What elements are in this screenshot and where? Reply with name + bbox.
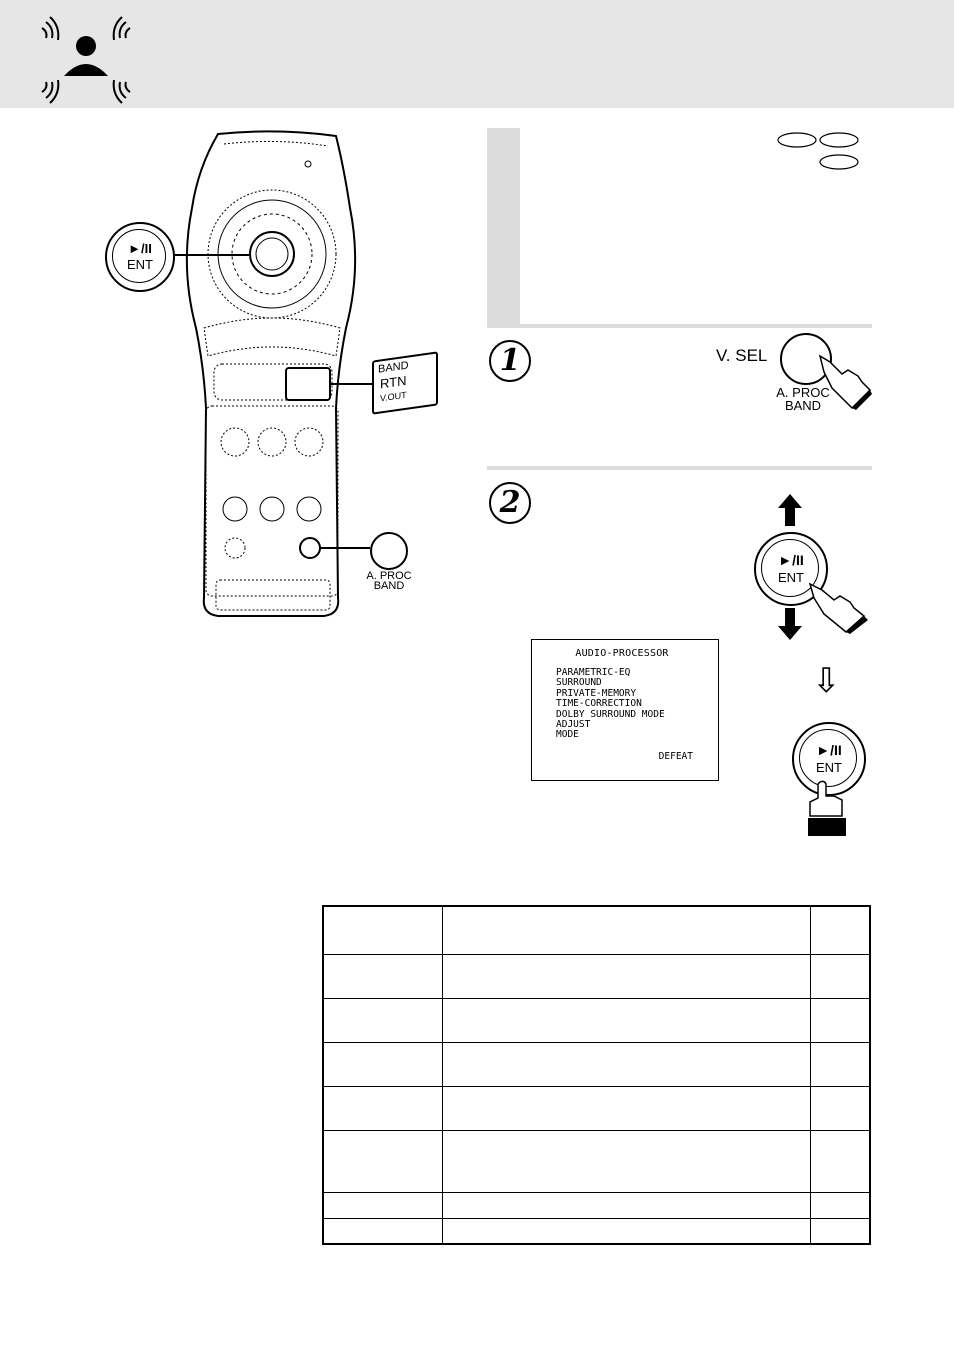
table-row xyxy=(322,1191,871,1219)
arrow-down-icon xyxy=(778,608,802,640)
step-2-number: 2 xyxy=(489,482,531,524)
ent-label: ENT xyxy=(127,257,153,272)
step-1-number: 1 xyxy=(489,340,531,382)
pressing-finger-icon xyxy=(808,780,846,836)
screen-defeat: DEFEAT xyxy=(658,751,693,762)
menu-item: PARAMETRIC-EQ xyxy=(556,667,631,678)
disc-type-icons xyxy=(777,132,859,170)
audio-processor-screen: AUDIO-PROCESSOR PARAMETRIC-EQ SURROUND P… xyxy=(531,639,719,781)
ent-label: ENT xyxy=(816,760,842,775)
menu-item: ADJUST xyxy=(556,719,591,731)
step-separator xyxy=(487,466,872,470)
table-row xyxy=(322,1129,871,1193)
step1-button-label: A. PROC BAND xyxy=(776,385,830,413)
vsel-label: V. SEL xyxy=(716,346,768,365)
remote-ent-callout: ►/II ENT xyxy=(105,222,175,292)
menu-item: SURROUND xyxy=(556,677,602,689)
function-table xyxy=(322,905,871,1245)
pointing-hand-icon xyxy=(808,582,868,634)
pointing-hand-icon xyxy=(818,354,872,410)
play-pause-icon: ►/II xyxy=(816,742,842,758)
table-row xyxy=(322,997,871,1043)
table-row xyxy=(322,1041,871,1087)
table-row xyxy=(322,953,871,999)
menu-item: DOLBY SURROUND MODE xyxy=(556,708,665,720)
menu-item: TIME-CORRECTION xyxy=(556,698,642,710)
rtn-label: RTN xyxy=(380,372,407,392)
step1-aproc-button xyxy=(780,333,832,385)
header-band xyxy=(0,0,954,108)
remote-control-illustration xyxy=(172,130,374,617)
screen-title: AUDIO-PROCESSOR xyxy=(575,648,669,659)
arrow-up-icon xyxy=(778,494,802,526)
listener-sound-icon xyxy=(41,16,131,104)
table-row xyxy=(322,1217,871,1245)
table-header-row xyxy=(322,905,871,955)
band-rtn-callout: BAND RTN V.OUT xyxy=(372,351,438,415)
note-rule xyxy=(487,324,872,328)
note-side-bar xyxy=(487,128,520,324)
aproc-callout-button xyxy=(370,532,408,570)
play-pause-icon: ►/II xyxy=(128,241,152,256)
step2-ent-press-button: ►/II ENT xyxy=(792,722,866,796)
aproc-callout-label: A. PROC BAND xyxy=(366,570,412,592)
hollow-arrow-down-icon: ⇩ xyxy=(812,662,841,700)
play-pause-icon: ►/II xyxy=(778,552,804,568)
screen-menu-list: PARAMETRIC-EQ SURROUND PRIVATE-MEMORY TI… xyxy=(556,667,665,741)
menu-item: MODE xyxy=(556,729,579,741)
vout-label: V.OUT xyxy=(380,389,407,404)
note-box xyxy=(487,128,872,328)
table-row xyxy=(322,1085,871,1131)
ent-label: ENT xyxy=(778,570,804,585)
menu-item: PRIVATE-MEMORY xyxy=(556,687,637,699)
